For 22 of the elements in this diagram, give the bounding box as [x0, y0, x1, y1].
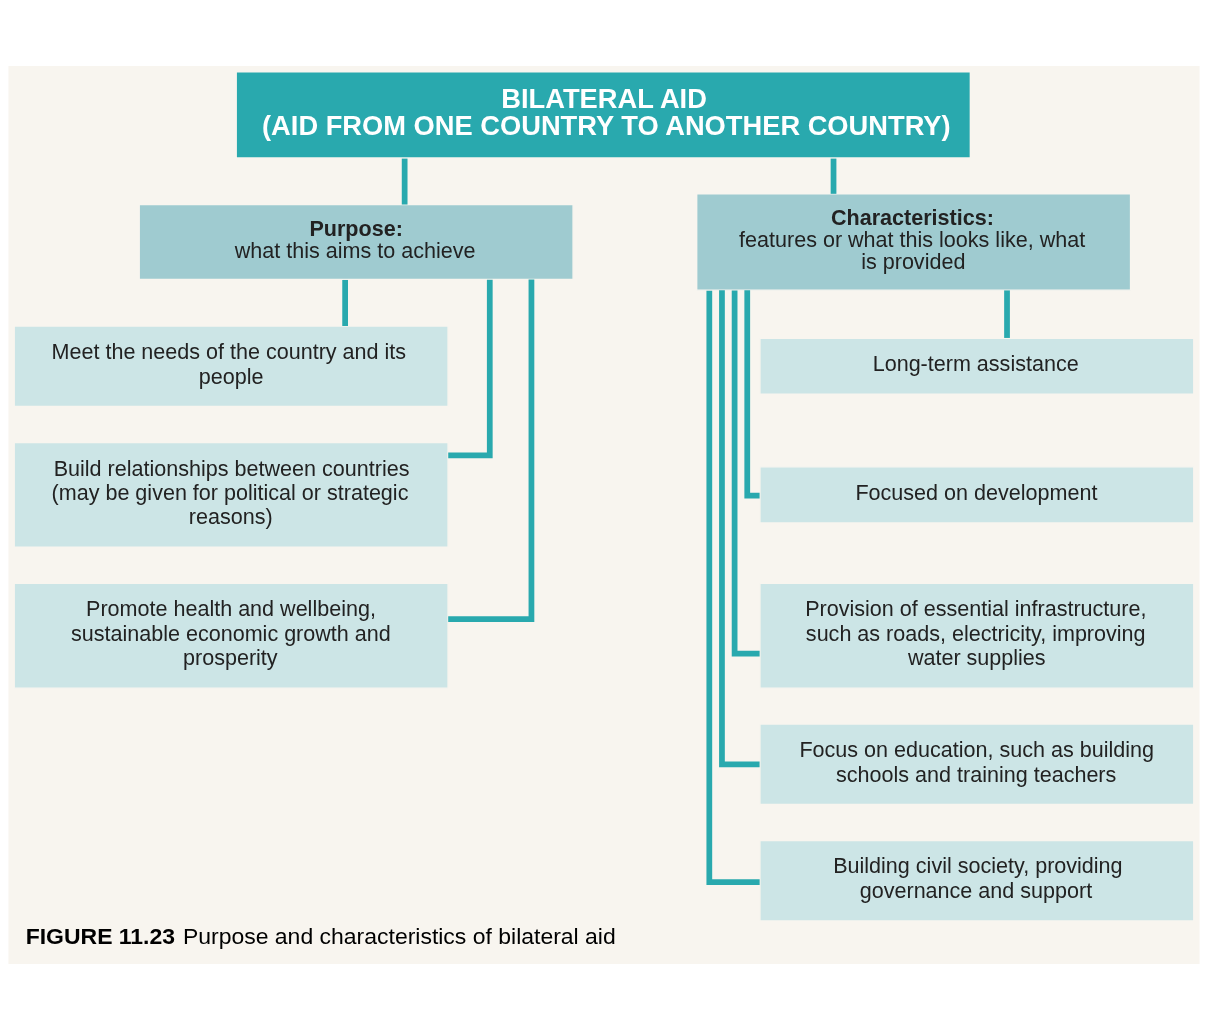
node-box: Building civil society, providing governance and support [759, 839, 1195, 922]
node-box: Build relationships between countries (may be given for political or strategic reasons) [13, 441, 449, 548]
connector [342, 279, 348, 326]
connector [731, 289, 760, 657]
caption: FIGURE 11.23 Purpose and characteristics of bilateral aid [25, 922, 616, 949]
node-box: BILATERAL AID (AID FROM ONE COUNTRY TO ANOTHER COUNTRY) [235, 70, 972, 159]
node-box: Focused on development [759, 465, 1195, 524]
connector [744, 289, 760, 498]
node-box: Purpose: what this aims to achieve [138, 203, 574, 280]
connector [719, 289, 760, 767]
node-box: Promote health and wellbeing, sustainable economic growth and prosperity [13, 582, 449, 689]
node-box: Provision of essential infrastructure, such as roads, electricity, improving water supplies [759, 582, 1195, 689]
node-box: Focus on education, such as building schools and training teachers [759, 722, 1195, 805]
connector [706, 290, 760, 885]
connector [830, 158, 837, 194]
node-box: Characteristics: features or what this looks like, what is provided [695, 192, 1132, 291]
connector [448, 279, 535, 622]
connector [448, 279, 493, 458]
connector [1004, 289, 1010, 338]
node-box: Long-term assistance [759, 337, 1195, 395]
connector [401, 158, 408, 204]
node-box: Meet the needs of the country and its people [13, 324, 449, 407]
